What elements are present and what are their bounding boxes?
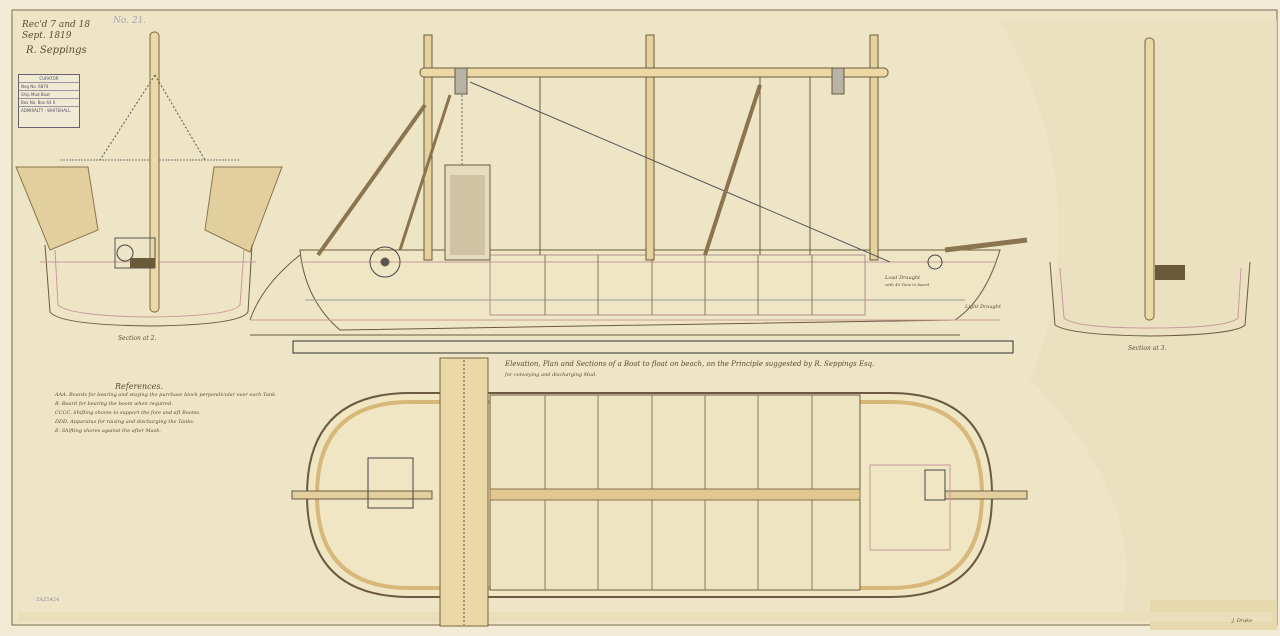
received-note: Rec'd 7 and 18 Sept. 1819 [22, 20, 91, 41]
stamp-title: CURATOR [19, 75, 79, 83]
after-mast [869, 34, 879, 261]
plan-number: No. 21. [113, 16, 147, 26]
light-draught-label: Light Draught [965, 304, 1001, 310]
references-heading: References. [115, 382, 164, 391]
stamp-neg: Neg No. 6874 [19, 83, 79, 91]
curator-stamp: CURATOR Neg No. 6874 Ship Mud Boat Box N… [18, 74, 80, 128]
section-2-label: Section at 2. [118, 335, 157, 342]
section-3-label: Section at 3. [1128, 345, 1167, 352]
section-at-2 [15, 31, 283, 327]
tank-dividers [544, 255, 813, 315]
title-line-2: for conveying and discharging Mud. [505, 372, 597, 378]
corner-note: J. Drake [1232, 618, 1253, 624]
right-flap [204, 166, 283, 253]
reference-item: DDD. Apparatus for raising and dischargi… [55, 419, 195, 425]
load-draught-label: Load Draught [885, 275, 921, 281]
reference-item: AAA. Boards for bearing and staying the … [55, 392, 277, 398]
left-flap [15, 166, 99, 251]
references: References. AAA. Boards for bearing and … [55, 382, 277, 436]
stamp-box: Box No. Box 64 II [19, 99, 79, 107]
stamp-ship: Ship Mud Boat [19, 91, 79, 99]
paper-stain [1000, 20, 1277, 620]
scale-bar [292, 340, 1014, 354]
load-draught-note: with 40 Tons in board [885, 282, 930, 287]
elevation-view [249, 34, 1028, 354]
reference-code: ZAZ5424 [36, 597, 60, 603]
reference-item: B. Board for bearing the boom when requi… [55, 401, 173, 407]
title-line-1: Elevation, Plan and Sections of a Boat t… [505, 360, 875, 368]
top-boom [419, 67, 889, 78]
reference-item: E. Shifting shores against the after Mas… [55, 428, 161, 434]
mast [149, 31, 160, 313]
reference-item: CCCC. Shifting shores to support the for… [55, 410, 201, 416]
main-mast [645, 34, 655, 261]
plan-view [291, 357, 1028, 627]
stamp-office: ADMIRALTY · WHITEHALL [21, 108, 71, 113]
section-at-3 [1049, 37, 1251, 337]
signature: R. Seppings [26, 45, 87, 56]
mast [1144, 37, 1155, 321]
paper-edge [18, 612, 1273, 622]
